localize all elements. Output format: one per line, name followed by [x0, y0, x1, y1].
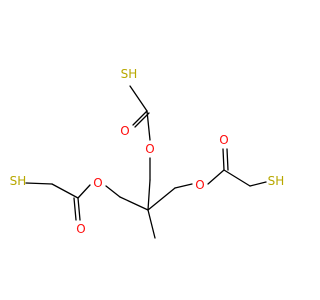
bond	[119, 196, 149, 211]
atom-label-o: O	[219, 133, 228, 147]
bond	[223, 169, 251, 187]
bond	[147, 209, 156, 239]
atom-label-o: O	[195, 178, 204, 192]
bond	[226, 148, 229, 171]
bond	[147, 179, 151, 211]
atom-label-o: O	[93, 176, 102, 190]
bond	[174, 183, 193, 189]
bond	[25, 182, 53, 185]
bond	[147, 187, 176, 211]
bond	[222, 148, 225, 171]
atom-label-sh: SH	[268, 174, 285, 188]
bond	[134, 112, 150, 128]
atom-label-o: O	[76, 222, 85, 236]
atom-labels: SH O O SH O O O O SH	[10, 67, 285, 236]
bond	[132, 110, 148, 126]
atom-label-sh: SH	[10, 174, 27, 188]
molecule-structure: SH O O SH O O O O SH	[10, 67, 285, 239]
atom-label-sh: SH	[121, 67, 138, 81]
bond-group	[25, 85, 267, 239]
bond	[105, 185, 121, 198]
atom-label-o: O	[145, 142, 154, 156]
bond	[207, 169, 225, 185]
bond	[73, 197, 77, 221]
bond	[51, 183, 79, 199]
bond	[146, 110, 151, 141]
bond	[249, 181, 267, 187]
bond	[129, 85, 148, 112]
bond	[77, 197, 81, 221]
atom-label-o: O	[120, 124, 129, 138]
bond	[77, 184, 91, 199]
